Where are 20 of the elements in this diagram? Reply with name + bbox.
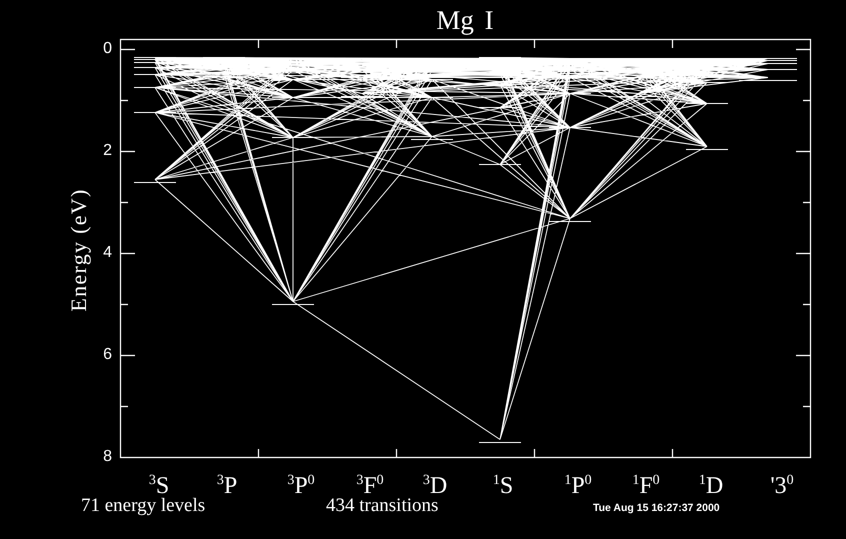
axis-tick-label: 4 [103, 245, 112, 261]
term-label: $^{1}$F$^{0}$ [632, 476, 660, 496]
term-label: $^{3}$F$^{0}$ [356, 476, 384, 496]
footer-note: 71 energy levels [81, 498, 206, 514]
term-label: $^{1}$P$^{0}$ [564, 476, 592, 496]
term-label: $^{3}$D [422, 476, 448, 496]
term-label: $^{1}$D [698, 476, 724, 496]
timestamp: Tue Aug 15 16:27:37 2000 [593, 503, 720, 514]
axis-tick-label: 8 [103, 449, 112, 465]
axis-title: Energy (eV) [68, 188, 90, 312]
diagram-title: Mg I [436, 7, 494, 34]
term-label: $^{3}$S [148, 476, 170, 496]
axis-tick-label: 2 [103, 143, 112, 159]
footer-note: 434 transitions [326, 498, 438, 514]
term-label: $^{1}$S [492, 476, 514, 496]
term-label: $^{3}$P$^{0}$ [287, 476, 315, 496]
term-label: '3$^{0}$ [770, 476, 794, 496]
term-label: $^{3}$P [216, 476, 238, 496]
axis-tick-label: 0 [103, 41, 112, 57]
axis-tick-label: 6 [103, 347, 112, 363]
